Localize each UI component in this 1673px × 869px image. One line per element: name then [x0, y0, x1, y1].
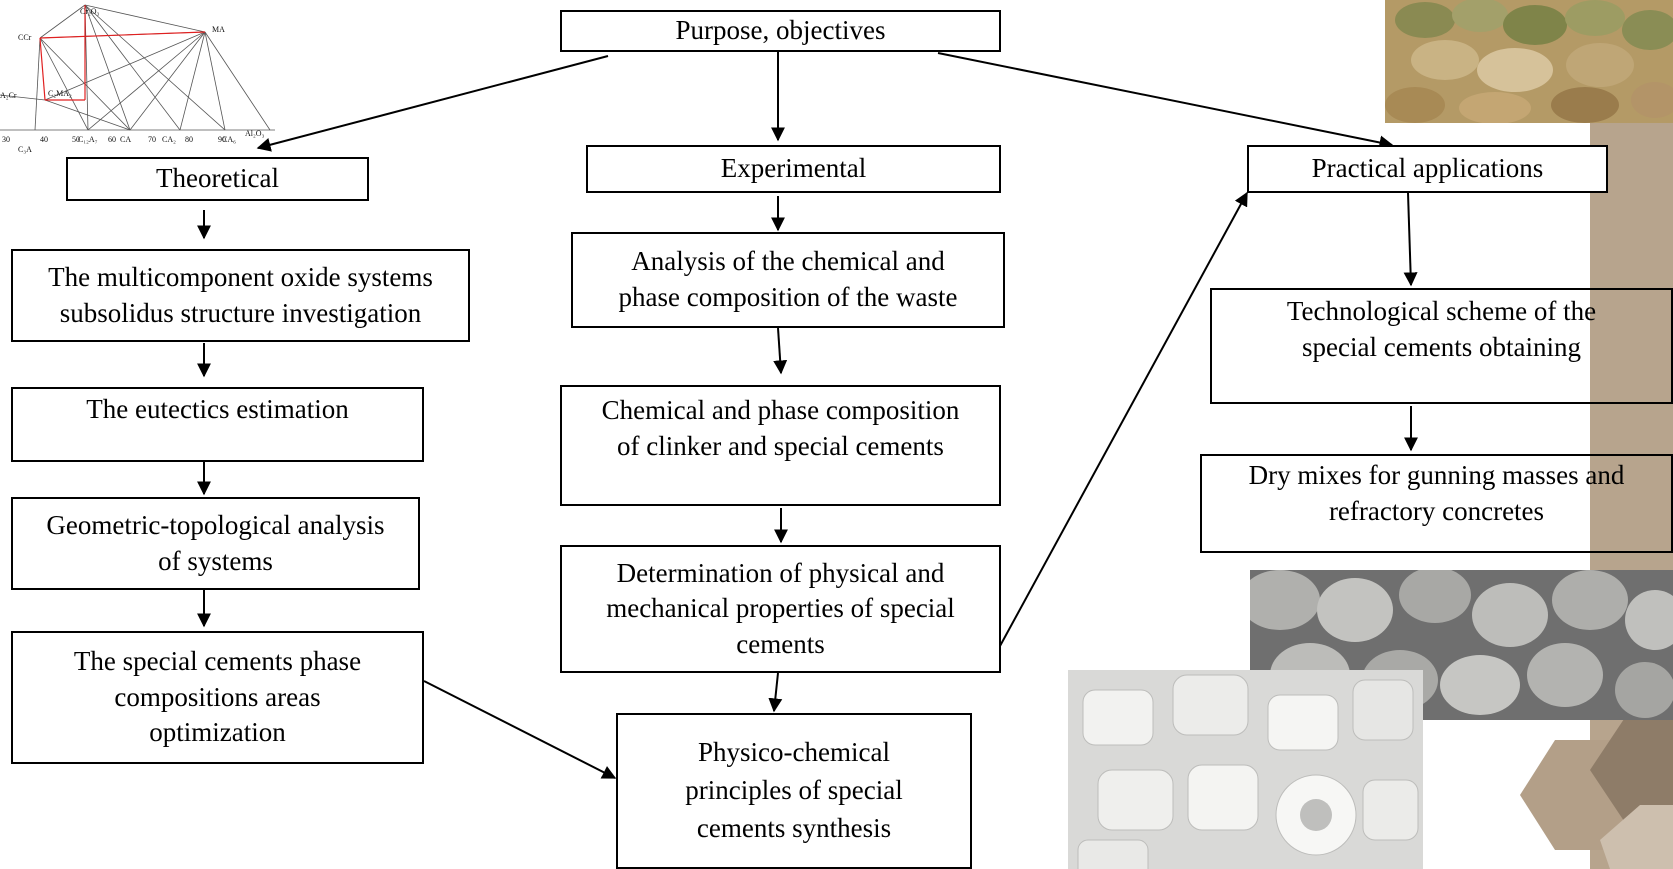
- arrow-exp-practical: [999, 191, 1248, 647]
- svg-text:CA₂: CA₂: [162, 135, 176, 144]
- arrow-exp-2: [773, 327, 788, 375]
- label-cr2o3: Cr₂O₃: [80, 7, 100, 16]
- prac-step-dry-mixes: Dry mixes for gunning masses and refract…: [1200, 454, 1673, 553]
- svg-text:C₃A: C₃A: [18, 145, 32, 154]
- label-ma: MA: [212, 25, 225, 34]
- practical-box: Practical applications: [1247, 145, 1608, 193]
- phase-diagram: Cr₂O₃ CCr MA A₂Cr C₂MA₂ 30 40 50 60 70 8…: [0, 4, 275, 154]
- label-a2cr: A₂Cr: [0, 91, 17, 100]
- svg-text:50: 50: [72, 135, 80, 144]
- label-ccr: CCr: [18, 33, 32, 42]
- svg-text:30: 30: [2, 135, 10, 144]
- theo-step-optimization: The special cements phase compositions a…: [11, 631, 424, 764]
- exp-step-properties: Determination of physical and mechanical…: [560, 545, 1001, 673]
- svg-text:60: 60: [108, 135, 116, 144]
- root-purpose-label: Purpose, objectives: [675, 15, 886, 46]
- svg-text:80: 80: [185, 135, 193, 144]
- practical-label: Practical applications: [1311, 153, 1544, 184]
- theoretical-box: Theoretical: [66, 157, 369, 201]
- result-synthesis-box: Physico-chemical principles of special c…: [616, 713, 972, 869]
- svg-text:40: 40: [40, 135, 48, 144]
- svg-text:C₁₂A₇: C₁₂A₇: [78, 135, 98, 144]
- result-synthesis-label: Physico-chemical principles of special c…: [685, 737, 903, 843]
- svg-text:CA: CA: [120, 135, 131, 144]
- svg-text:CA₆: CA₆: [222, 135, 236, 144]
- svg-text:Al₂O₃: Al₂O₃: [245, 129, 265, 138]
- arrow-root-theoretical: [256, 55, 609, 152]
- root-purpose-box: Purpose, objectives: [560, 10, 1001, 52]
- arrow-root-practical: [937, 52, 1394, 150]
- theo-step-eutectics: The eutectics estimation: [11, 387, 424, 462]
- arrow-exp-4: [768, 672, 783, 713]
- svg-text:70: 70: [148, 135, 156, 144]
- experimental-box: Experimental: [586, 145, 1001, 193]
- theoretical-label: Theoretical: [156, 163, 279, 194]
- svg-text:90: 90: [218, 135, 226, 144]
- clinker-granules-photo: [1385, 0, 1673, 123]
- label-c2ma2: C₂MA₂: [48, 89, 72, 98]
- arrow-prac-1: [1403, 192, 1418, 287]
- theo-step-subsolidus: The multicomponent oxide systems subsoli…: [11, 249, 470, 342]
- arrow-theo-result: [423, 680, 617, 779]
- prac-step-technological: Technological scheme of the special ceme…: [1210, 288, 1673, 404]
- experimental-label: Experimental: [720, 153, 867, 184]
- exp-step-composition: Chemical and phase composition of clinke…: [560, 385, 1001, 506]
- theo-step-geometric: Geometric-topological analysis of system…: [11, 497, 420, 590]
- white-rings-photo: [1068, 670, 1423, 869]
- hexagon-decoration: [1520, 710, 1673, 869]
- exp-step-analysis: Analysis of the chemical and phase compo…: [571, 232, 1005, 328]
